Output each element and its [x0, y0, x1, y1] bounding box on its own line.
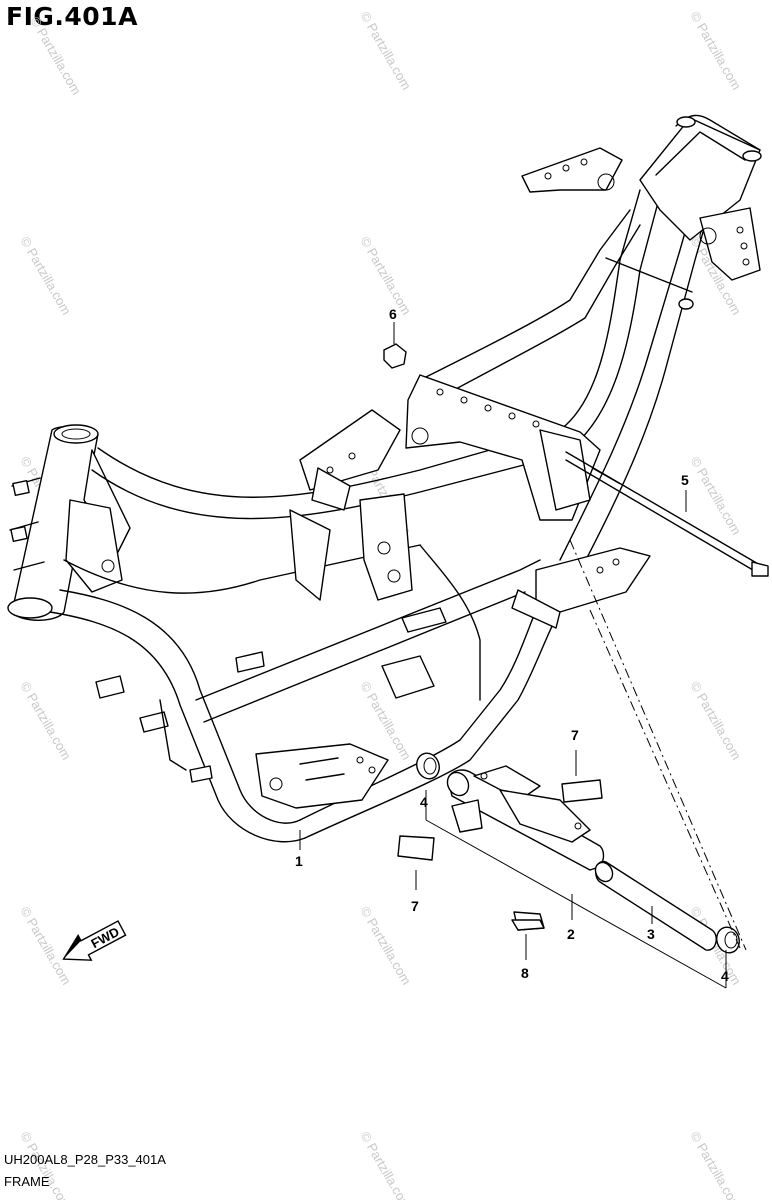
diagram-code: UH200AL8_P28_P33_401A: [4, 1152, 166, 1167]
fwd-arrow-icon: FWD: [62, 920, 127, 961]
watermark-text: © Partzilla.com: [687, 9, 744, 92]
watermark-text: © Partzilla.com: [687, 454, 744, 537]
callout-8: 8: [521, 965, 529, 981]
callout-6: 6: [389, 306, 397, 322]
callout-5: 5: [681, 472, 689, 488]
callout-7: 7: [411, 898, 419, 914]
callout-3: 3: [647, 926, 655, 942]
figure-title: FIG.401A: [6, 2, 138, 31]
watermark-text: © Partzilla.com: [357, 1129, 414, 1200]
callout-4: 4: [420, 794, 428, 810]
callout-4: 4: [721, 968, 729, 984]
watermark-text: © Partzilla.com: [27, 14, 84, 97]
part-5-bolt: [565, 451, 769, 577]
assembly-lines: [299, 539, 747, 989]
callout-1: 1: [295, 853, 303, 869]
watermark-text: © Partzilla.com: [17, 679, 74, 762]
callout-2: 2: [567, 926, 575, 942]
part-8-clip: [511, 911, 545, 931]
part-2-pivot-bracket: [446, 765, 605, 871]
watermark-text: © Partzilla.com: [17, 234, 74, 317]
watermark-text: © Partzilla.com: [687, 679, 744, 762]
callouts: 1 2 3 4 4 5 6 7 7 8: [295, 306, 729, 984]
diagram-name: FRAME: [4, 1174, 50, 1189]
callout-7: 7: [571, 727, 579, 743]
part-3-sleeve: [594, 860, 717, 951]
watermark-text: © Partzilla.com: [17, 904, 74, 987]
watermark-text: © Partzilla.com: [357, 904, 414, 987]
watermarks: © Partzilla.com © Partzilla.com © Partzi…: [17, 9, 744, 1200]
part-6-nut: [383, 322, 407, 369]
part-7-cushions: [397, 779, 603, 861]
watermark-text: © Partzilla.com: [357, 9, 414, 92]
watermark-text: © Partzilla.com: [687, 1129, 744, 1200]
frame-main: [7, 114, 762, 843]
fwd-label: FWD: [88, 924, 121, 951]
watermark-text: © Partzilla.com: [357, 234, 414, 317]
